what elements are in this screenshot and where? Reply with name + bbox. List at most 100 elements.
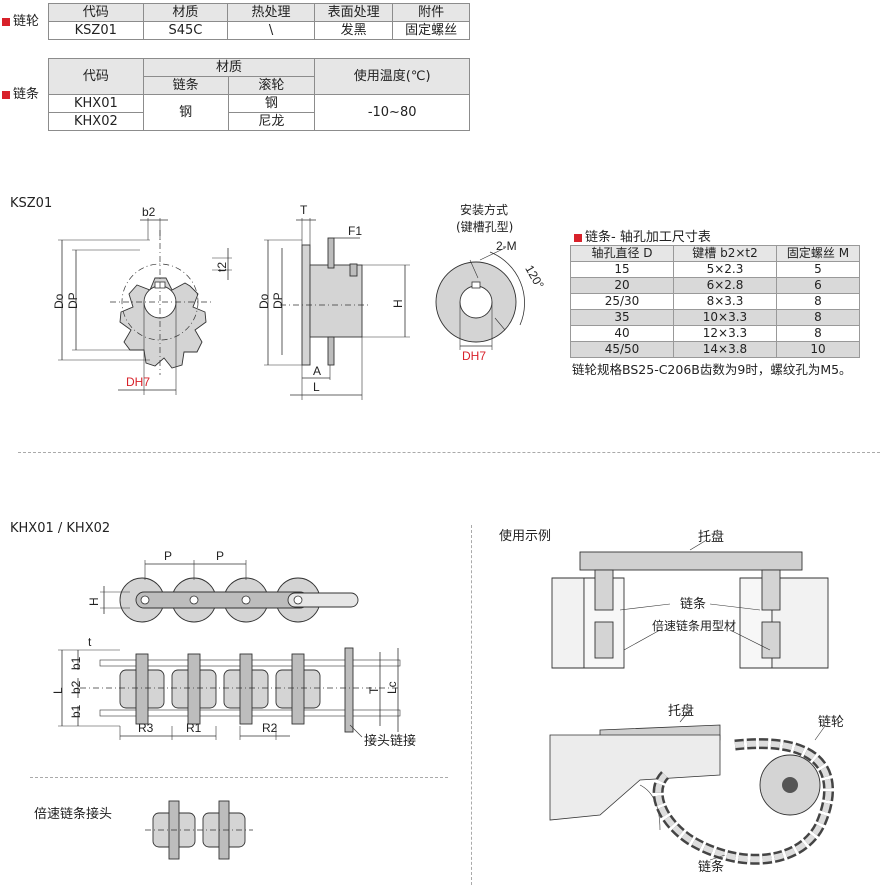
header-material: 材质	[142, 58, 316, 77]
header-heat: 热处理	[227, 3, 315, 22]
label-b2: b2	[69, 680, 83, 694]
bore-cell: 5	[776, 261, 860, 278]
header-material: 材质	[142, 3, 229, 22]
header-code: 代码	[47, 3, 144, 22]
bore-cell: 5×2.3	[673, 261, 777, 278]
double-speed-joint-drawing	[145, 800, 253, 860]
joint-label: 接头链接	[364, 734, 417, 749]
label-dh7-install: DH7	[462, 349, 486, 363]
label-a: A	[313, 364, 321, 378]
header-accessory: 附件	[392, 3, 470, 22]
bore-cell: 8×3.3	[673, 293, 777, 310]
usage-title: 使用示例	[499, 529, 552, 544]
bore-cell: 40	[570, 325, 674, 342]
sprocket-spec-table: 链轮 代码 材质 热处理 表面处理 附件 KSZ01 S45C \ 发黑 固定螺…	[2, 3, 470, 40]
label-r2: R2	[262, 721, 278, 735]
bore-cell: 8	[776, 293, 860, 310]
section-divider	[471, 525, 472, 885]
bore-table-note: 链轮规格BS25-C206B齿数为9时，螺纹孔为M5。	[572, 362, 852, 377]
conveyor-perspective	[549, 709, 835, 865]
cell-material: S45C	[142, 21, 229, 40]
cell-heat: \	[227, 21, 315, 40]
tray-label-2: 托盘	[668, 704, 695, 719]
red-square-icon	[2, 17, 10, 26]
label-dp: DP	[66, 292, 80, 309]
double-speed-joint-title: 倍速链条接头	[34, 807, 113, 822]
cell-code: KHX02	[47, 112, 144, 131]
cell-code: KHX01	[47, 94, 144, 113]
sprocket-body	[119, 277, 207, 369]
sprocket-label: 链轮	[2, 4, 48, 40]
label-b2: b2	[142, 205, 156, 219]
label-do-side: Do	[257, 293, 271, 309]
bore-header: 固定螺丝 M	[776, 245, 860, 262]
install-title: 安装方式	[460, 203, 509, 217]
chain-spec-table: 链条 代码 材质 使用温度(℃) 链条 滚轮 KHX01 钢 钢 -10~80 …	[2, 58, 470, 131]
bore-cell: 8	[776, 325, 860, 342]
label-l: L	[313, 380, 320, 394]
tray-label: 托盘	[698, 530, 725, 545]
install-view	[435, 247, 525, 350]
label-f1: F1	[348, 224, 362, 238]
cell-roller: 钢	[227, 94, 316, 113]
label-p: P	[164, 549, 172, 563]
red-square-icon	[574, 233, 582, 242]
label-dp-side: DP	[271, 292, 285, 309]
chain-top-view	[100, 560, 359, 623]
cell-temperature: -10~80	[314, 94, 470, 131]
label-b1: b1	[69, 656, 83, 670]
bore-cell: 8	[776, 309, 860, 326]
label-t2: t2	[215, 262, 229, 272]
label-h: H	[391, 299, 405, 308]
bore-header: 键槽 b2×t2	[673, 245, 777, 262]
usage-drawings	[549, 540, 835, 865]
bore-cell: 10	[776, 341, 860, 358]
bore-cell: 6	[776, 277, 860, 294]
bore-cell: 10×3.3	[673, 309, 777, 326]
label-l: L	[51, 687, 65, 694]
sprocket-side-view	[264, 218, 410, 400]
chain-label: 链条	[2, 59, 48, 131]
bore-table-title: 链条- 轴孔加工尺寸表	[574, 226, 711, 245]
bore-header: 轴孔直径 D	[570, 245, 674, 262]
bore-cell: 14×3.8	[673, 341, 777, 358]
conveyor-cross-section	[551, 540, 829, 669]
label-t-big: T	[367, 686, 381, 694]
cell-accessory: 固定螺丝	[392, 21, 470, 40]
cell-code: KSZ01	[47, 21, 144, 40]
cell-chain-material: 钢	[142, 94, 229, 131]
sprocket-front-view	[58, 218, 232, 395]
bore-cell: 25/30	[570, 293, 674, 310]
cell-surface: 发黑	[313, 21, 394, 40]
cell-roller: 尼龙	[227, 112, 316, 131]
chain-label-usage: 链条	[680, 597, 707, 612]
label-p: P	[216, 549, 224, 563]
red-square-icon	[2, 90, 10, 99]
profile-label: 倍速链条用型材	[652, 619, 737, 633]
header-temperature: 使用温度(℃)	[314, 58, 470, 95]
label-lc: Lc	[385, 681, 399, 694]
sprocket-label-usage: 链轮	[818, 715, 845, 730]
label-h: H	[87, 597, 101, 606]
label-b1: b1	[69, 704, 83, 718]
header-chain: 链条	[142, 76, 229, 95]
bore-cell: 35	[570, 309, 674, 326]
section-divider	[18, 452, 880, 453]
bore-cell: 15	[570, 261, 674, 278]
label-t-small: t	[88, 635, 92, 649]
header-surface: 表面处理	[313, 3, 394, 22]
label-2m: 2-M	[496, 239, 517, 253]
section-divider	[30, 777, 448, 778]
bore-cell: 45/50	[570, 341, 674, 358]
chain-bottom-view	[58, 647, 401, 740]
bore-cell: 6×2.8	[673, 277, 777, 294]
tray	[579, 551, 803, 571]
bore-cell: 12×3.3	[673, 325, 777, 342]
label-r1: R1	[186, 721, 202, 735]
label-dh7: DH7	[126, 375, 150, 389]
chain-label-usage-2: 链条	[698, 860, 725, 875]
header-roller: 滚轮	[227, 76, 316, 95]
chain-drawings: P P H t b1 b2 b1 L T Lc R	[51, 549, 401, 740]
header-code: 代码	[47, 58, 144, 95]
